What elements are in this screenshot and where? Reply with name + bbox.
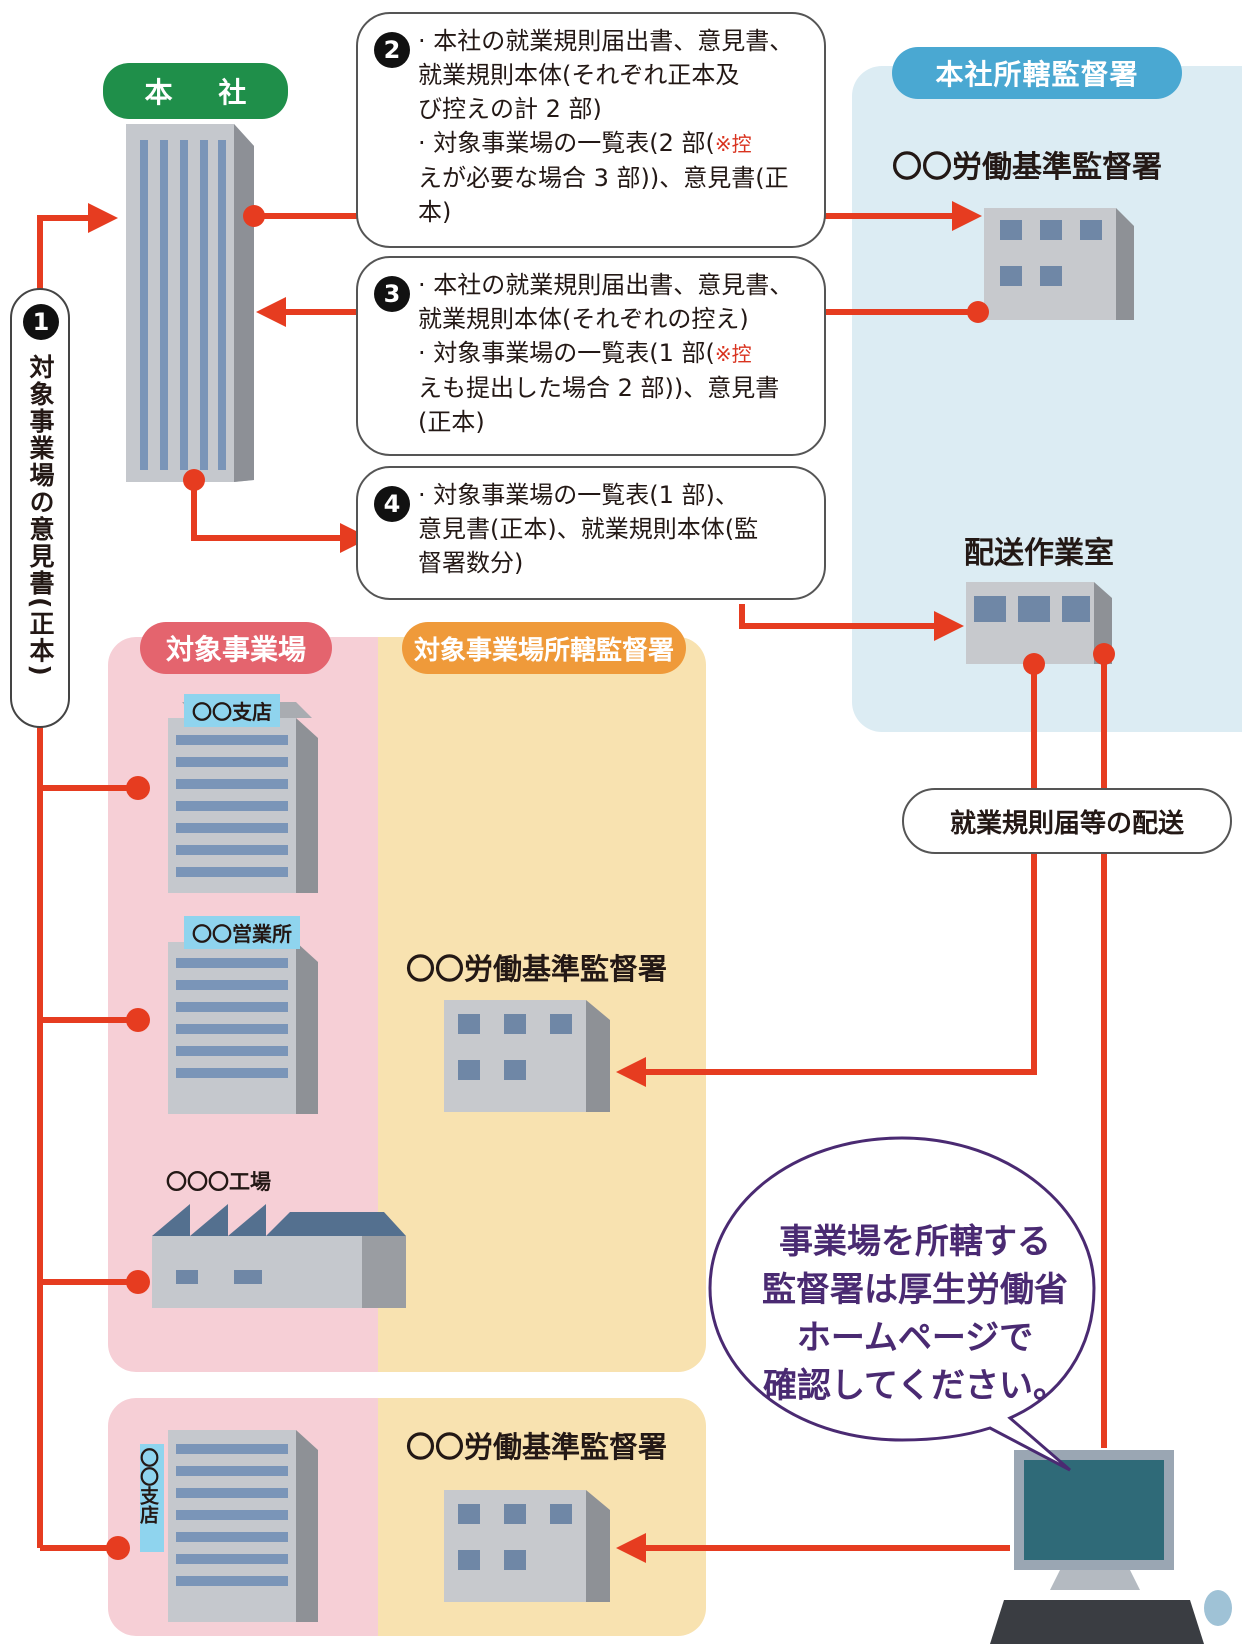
factory-label: 〇〇〇工場 — [166, 1170, 271, 1194]
target-supervisor-building-2-icon — [444, 1490, 610, 1602]
step3-line: (正本) — [418, 408, 485, 436]
head-office-supervisor-name: 〇〇労働基準監督署 — [892, 150, 1162, 185]
step2-line: · 対象事業場の一覧表(2 部( — [418, 129, 715, 157]
step4-callout: 4 · 対象事業場の一覧表(1 部)、 意見書(正本)、就業規則本体(監 督署数… — [356, 466, 826, 600]
step4-line: 督署数分) — [418, 549, 524, 577]
step3-number-badge: 3 — [374, 276, 410, 312]
target-office-label: 対象事業場所轄監督署 — [402, 622, 686, 674]
step4-line: · 対象事業場の一覧表(1 部)、 — [418, 481, 739, 509]
target-supervisor-name-1: 〇〇労働基準監督署 — [406, 952, 668, 986]
step2-number-badge: 2 — [374, 32, 410, 68]
target-supervisor-name-2: 〇〇労働基準監督署 — [406, 1430, 668, 1464]
step1-callout: 1 対象事業場の意見書(正本) — [10, 288, 70, 728]
step3-note: ※控 — [714, 342, 752, 366]
step3-line: 就業規則本体(それぞれの控え) — [418, 305, 749, 333]
step2-line: び控えの計 2 部) — [418, 95, 602, 123]
step2-line: えが必要な場合 3 部))、意見書(正 — [418, 164, 789, 192]
step4-number-badge: 4 — [374, 486, 410, 522]
step2-note: ※控 — [714, 132, 752, 156]
computer-icon — [990, 1450, 1232, 1644]
branch-2-building-icon — [168, 1430, 318, 1622]
step4-line: 意見書(正本)、就業規則本体(監 — [418, 515, 759, 543]
branch-building-icon — [168, 702, 318, 893]
step3-callout: 3 · 本社の就業規則届出書、意見書、 就業規則本体(それぞれの控え) · 対象… — [356, 256, 826, 456]
step2-line: 本) — [418, 198, 452, 226]
step2-line: · 本社の就業規則届出書、意見書、 — [418, 27, 794, 55]
step3-line: · 本社の就業規則届出書、意見書、 — [418, 271, 794, 299]
branch-label: 〇〇支店 — [184, 694, 280, 727]
branch-2-label: 〇〇支店 — [137, 1444, 164, 1552]
head-office-supervisor-building-icon — [984, 208, 1134, 320]
speech-bubble-line: ホームページで — [796, 1318, 1034, 1358]
factory-building-icon — [152, 1204, 406, 1308]
head-office-label: 本 社 — [103, 63, 288, 119]
step2-callout: 2 · 本社の就業規則届出書、意見書、 就業規則本体(それぞれ正本及 び控えの計… — [356, 12, 826, 248]
step1-text: 対象事業場の意見書(正本) — [26, 354, 55, 678]
speech-bubble-line: 事業場を所轄する — [779, 1222, 1051, 1262]
delivery-room-building-icon — [966, 582, 1112, 664]
step3-line: · 対象事業場の一覧表(1 部( — [418, 339, 715, 367]
speech-bubble-text: 事業場を所轄する 監督署は厚生労働省 ホームページで 確認してください。 — [730, 1218, 1100, 1410]
connector-dots — [106, 205, 1115, 1560]
head-office-building-icon — [126, 124, 254, 482]
sales-office-building-icon — [168, 942, 318, 1114]
speech-bubble — [708, 1136, 1096, 1472]
head-office-supervisor-label: 本社所轄監督署 — [892, 47, 1182, 99]
delivery-room-label: 配送作業室 — [964, 536, 1114, 571]
target-workplace-label: 対象事業場 — [140, 622, 332, 674]
step1-number-badge: 1 — [23, 304, 59, 340]
target-supervisor-building-icon — [444, 1000, 610, 1112]
step2-line: 就業規則本体(それぞれ正本及 — [418, 61, 740, 89]
sales-office-label: 〇〇営業所 — [184, 916, 300, 949]
speech-bubble-line: 監督署は厚生労働省 — [762, 1270, 1068, 1310]
delivery-label: 就業規則届等の配送 — [902, 788, 1232, 854]
speech-bubble-line: 確認してください。 — [763, 1366, 1067, 1406]
step3-line: えも提出した場合 2 部))、意見書 — [418, 374, 780, 402]
